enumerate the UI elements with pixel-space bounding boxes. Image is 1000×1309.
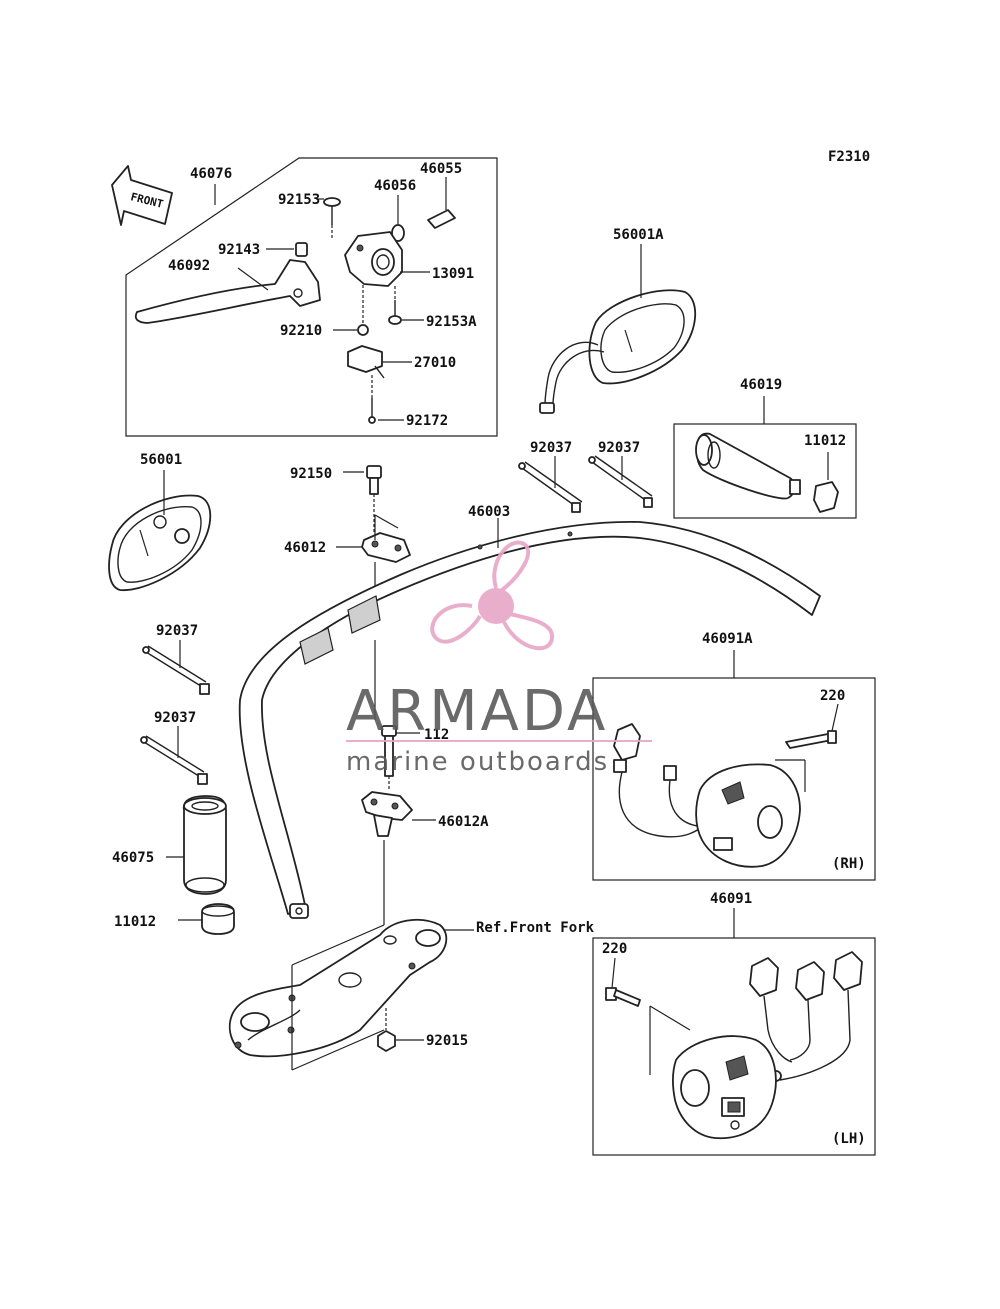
label-ref-front-fork: Ref.Front Fork bbox=[476, 920, 595, 936]
collar-92143 bbox=[295, 242, 308, 257]
grip-end-cap-11012 bbox=[201, 903, 235, 935]
screw-92172 bbox=[368, 375, 376, 424]
label-92037-left-lower: 92037 bbox=[154, 710, 196, 726]
clutch-lever: 46092 bbox=[134, 258, 321, 324]
label-46091: 46091 bbox=[710, 891, 752, 907]
cable-tie-top-right bbox=[588, 455, 653, 508]
lever-holder-13091 bbox=[344, 231, 403, 287]
label-92153A: 92153A bbox=[426, 314, 477, 330]
label-92210: 92210 bbox=[280, 323, 322, 339]
label-220-lh: 220 bbox=[602, 941, 627, 957]
left-switch-group bbox=[592, 908, 876, 1156]
propeller-logo-icon bbox=[430, 540, 554, 651]
label-46003: 46003 bbox=[468, 504, 510, 520]
label-46092: 46092 bbox=[168, 258, 210, 274]
screw-92153A bbox=[388, 286, 402, 325]
switch-27010 bbox=[347, 345, 385, 379]
adjuster-46055 bbox=[427, 177, 456, 229]
label-112: 112 bbox=[424, 727, 449, 743]
label-92037-top-right: 92037 bbox=[598, 440, 640, 456]
nut-92210 bbox=[357, 324, 369, 336]
label-46019: 46019 bbox=[740, 377, 782, 393]
label-92153: 92153 bbox=[278, 192, 320, 208]
label-92015: 92015 bbox=[426, 1033, 468, 1049]
label-13091: 13091 bbox=[432, 266, 474, 282]
label-56001A: 56001A bbox=[613, 227, 664, 243]
label-92037-left-upper: 92037 bbox=[156, 623, 198, 639]
handlebar-46003 bbox=[238, 518, 821, 919]
label-11012-top: 11012 bbox=[804, 433, 846, 449]
label-46056: 46056 bbox=[374, 178, 416, 194]
clutch-lever-group: 46076 46092 92143 92153 46056 bbox=[125, 157, 498, 437]
nut-92015 bbox=[377, 1008, 396, 1052]
label-46012A: 46012A bbox=[438, 814, 489, 830]
label-92172: 92172 bbox=[406, 413, 448, 429]
fork-bracket bbox=[228, 918, 474, 1071]
front-arrow-icon: FRONT bbox=[111, 165, 173, 226]
label-11012-bottom: 11012 bbox=[114, 914, 156, 930]
mirror-right-56001A bbox=[539, 244, 697, 414]
right-switch-group bbox=[592, 650, 876, 881]
label-46012: 46012 bbox=[284, 540, 326, 556]
left-grip-46075 bbox=[182, 795, 227, 895]
label-56001: 56001 bbox=[140, 452, 182, 468]
label-27010: 27010 bbox=[414, 355, 456, 371]
label-46075: 46075 bbox=[112, 850, 154, 866]
label-92150: 92150 bbox=[290, 466, 332, 482]
nut-46056 bbox=[391, 195, 405, 242]
throttle-grip-group bbox=[673, 396, 857, 519]
bolt-92150 bbox=[366, 465, 382, 534]
upper-clamp-46012 bbox=[361, 514, 411, 563]
watermark-brand: ARMADA bbox=[346, 679, 608, 744]
label-46076: 46076 bbox=[190, 166, 232, 182]
armada-watermark: ARMADA marine outboards bbox=[346, 540, 652, 777]
label-rh: (RH) bbox=[832, 856, 866, 872]
figure-code: F2310 bbox=[828, 149, 870, 165]
watermark-tagline: marine outboards bbox=[346, 747, 609, 777]
label-92037-top-left: 92037 bbox=[530, 440, 572, 456]
cable-tie-left-upper bbox=[142, 640, 210, 695]
cable-tie-left-lower bbox=[140, 726, 208, 785]
mirror-left-56001 bbox=[108, 470, 212, 591]
cable-tie-top-left bbox=[518, 456, 583, 513]
bolt-112 bbox=[381, 725, 397, 790]
label-46055: 46055 bbox=[420, 161, 462, 177]
label-92143: 92143 bbox=[218, 242, 260, 258]
lower-clamp-46012A bbox=[361, 791, 413, 925]
bolt-92153 bbox=[323, 197, 341, 240]
label-46091A: 46091A bbox=[702, 631, 753, 647]
label-220-rh: 220 bbox=[820, 688, 845, 704]
label-lh: (LH) bbox=[832, 1131, 866, 1147]
